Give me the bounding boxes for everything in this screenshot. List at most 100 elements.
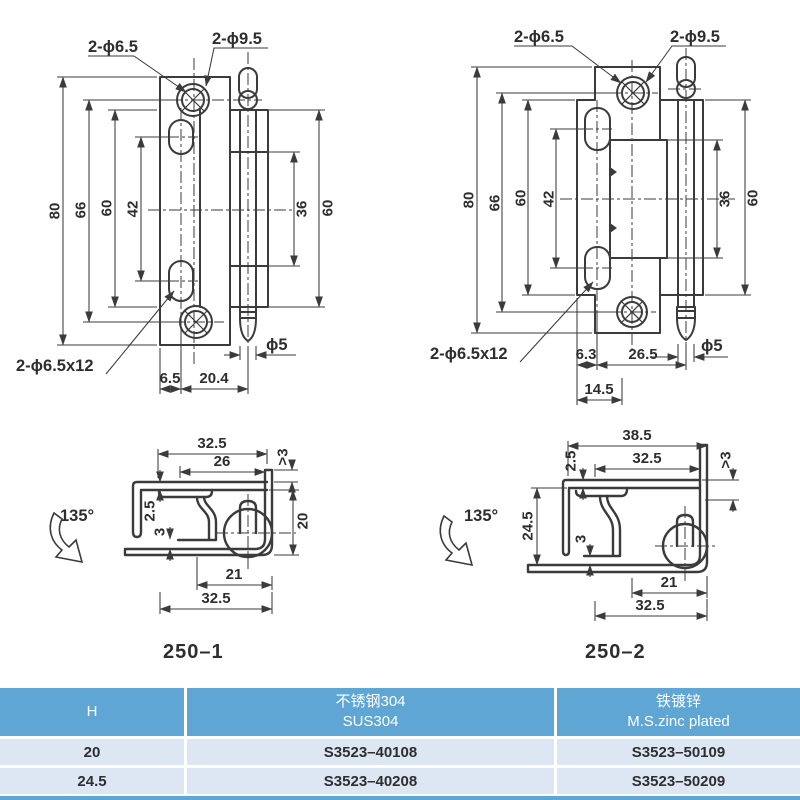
knuckle-barrel	[222, 507, 274, 559]
hinge-pin-top	[238, 67, 258, 99]
mounting-hole-bottom-inner	[621, 301, 643, 323]
leaf-fold-lines	[199, 109, 269, 308]
pin-shaft	[239, 109, 257, 308]
pin-shaft	[677, 99, 695, 308]
bottom-leaf-profile	[123, 468, 274, 557]
section-view-right: 38.5 32.5 2.5 >3 24.5 3 21 32.5 135° 250…	[439, 427, 739, 663]
pin-ball	[676, 79, 696, 99]
dim-21: 21	[661, 574, 678, 591]
dim-6.5: 6.5	[160, 370, 181, 387]
dim-32.5-bottom: 32.5	[201, 590, 230, 607]
cell-h: 24.5	[0, 768, 184, 794]
front-view-right: 80 66 60 42 36 60 2-ϕ6.5 2-ϕ9.5 2-ϕ6.5x1…	[430, 28, 762, 405]
dim-2.5: 2.5	[563, 451, 580, 472]
col-header-sus-cn: 不锈钢304	[335, 692, 406, 710]
pin-section	[675, 513, 695, 548]
col-header-h: H	[0, 688, 184, 736]
hole-spokes	[621, 81, 645, 105]
view-caption: 250–2	[585, 641, 646, 663]
pin-tip	[676, 306, 696, 341]
table-header-row: H 不锈钢304 SUS304 铁镀锌 M.S.zinc plated	[0, 688, 800, 736]
col-header-zinc-en: M.S.zinc plated	[627, 713, 730, 730]
mounting-hole-bottom-inner	[184, 310, 208, 334]
dim-2.5: 2.5	[142, 501, 159, 522]
dim-26: 26	[214, 453, 231, 470]
return-lip	[574, 486, 629, 498]
mounting-hole-bottom	[616, 296, 648, 328]
table-bottom-strip	[0, 796, 800, 800]
dim-36: 36	[294, 201, 311, 218]
dim-80: 80	[461, 192, 478, 209]
col-header-zinc: 铁镀锌 M.S.zinc plated	[557, 688, 800, 736]
swing-angle: 135°	[464, 507, 498, 525]
dim-3: 3	[152, 528, 169, 536]
spec-table: H 不锈钢304 SUS304 铁镀锌 M.S.zinc plated 20 S…	[0, 688, 800, 800]
col-header-h-label: H	[86, 702, 98, 720]
centerline	[216, 494, 296, 572]
dim-42: 42	[541, 191, 558, 208]
dim-60: 60	[99, 200, 116, 217]
section-view-left: 32.5 26 >3 2.5 3 20 21 32.5 135° 250–1	[49, 435, 312, 663]
table-row: 24.5 S3523–40208 S3523–50209	[0, 768, 800, 794]
knuckle-barrel	[661, 522, 709, 570]
dim-32.5-inner: 32.5	[632, 450, 661, 467]
table-row: 20 S3523–40108 S3523–50109	[0, 739, 800, 765]
cell-zinc-part-number: S3523–50109	[557, 739, 800, 765]
web-profile	[582, 494, 622, 558]
hole-spokes	[184, 310, 208, 334]
cell-zinc-part-number: S3523–50209	[557, 768, 800, 794]
dim-60: 60	[513, 190, 530, 207]
dim-32.5-bottom: 32.5	[635, 597, 664, 614]
dim-38.5-top: 38.5	[622, 427, 651, 444]
dim-6.3: 6.3	[576, 346, 597, 363]
dim-66: 66	[73, 202, 90, 219]
hinge-leaf-outline	[159, 76, 269, 346]
top-leaf-profile	[131, 480, 269, 539]
knuckle-body	[609, 139, 668, 259]
mounting-hole-top-inner	[181, 88, 205, 112]
bottom-leaf-profile	[526, 443, 709, 574]
callout-countersink-dia: 2-ϕ9.5	[670, 28, 720, 46]
dim-24.5: 24.5	[520, 511, 537, 540]
cell-sus-part-number: S3523–40108	[187, 739, 554, 765]
mounting-hole-top	[616, 76, 650, 110]
slot-top	[168, 119, 194, 155]
dim-80: 80	[47, 203, 64, 220]
dim-clearance: >3	[718, 451, 735, 468]
dim-20.4: 20.4	[199, 370, 229, 387]
callout-slot-size: 2-ϕ6.5x12	[16, 357, 94, 375]
callout-countersink-dia: 2-ϕ9.5	[212, 30, 262, 48]
dim-pin-dia: ϕ5	[266, 336, 288, 354]
hinge-pin-top	[676, 56, 696, 88]
cell-h: 20	[0, 739, 184, 765]
dim-60-right: 60	[745, 190, 762, 207]
callout-slot-size: 2-ϕ6.5x12	[430, 345, 508, 363]
mounting-hole-top-inner	[621, 81, 645, 105]
dim-26.5: 26.5	[628, 346, 657, 363]
pin-section	[238, 499, 258, 535]
dim-32.5-top: 32.5	[197, 435, 226, 452]
slot-bottom	[168, 260, 194, 302]
hole-spokes	[621, 301, 643, 323]
dim-21: 21	[226, 566, 243, 583]
swing-arrow-icon	[49, 511, 84, 564]
dim-20: 20	[295, 513, 312, 530]
weld-darts	[610, 167, 617, 233]
pin-tip	[239, 306, 257, 342]
technical-drawing: 80 66 60 42 36 60 2-ϕ6.5 2-ϕ9.5 2-ϕ6.5x1…	[16, 28, 762, 663]
dim-14.5: 14.5	[584, 381, 613, 398]
web-profile	[176, 495, 218, 542]
centerline	[167, 99, 262, 323]
dim-3: 3	[573, 535, 590, 543]
slot-bottom	[584, 246, 611, 290]
mounting-hole-top	[176, 83, 210, 117]
cell-sus-part-number: S3523–40208	[187, 768, 554, 794]
col-header-sus304: 不锈钢304 SUS304	[187, 688, 554, 736]
pin-ball	[238, 90, 258, 110]
front-view-left: 80 66 60 42 36 60 2-ϕ6.5 2-ϕ9.5 2-ϕ6.5x1…	[16, 30, 337, 394]
mounting-hole-bottom	[179, 305, 213, 339]
dim-pin-dia: ϕ5	[701, 337, 723, 355]
dim-66: 66	[487, 195, 504, 212]
slot-top	[584, 107, 611, 151]
col-header-sus-en: SUS304	[342, 713, 399, 730]
